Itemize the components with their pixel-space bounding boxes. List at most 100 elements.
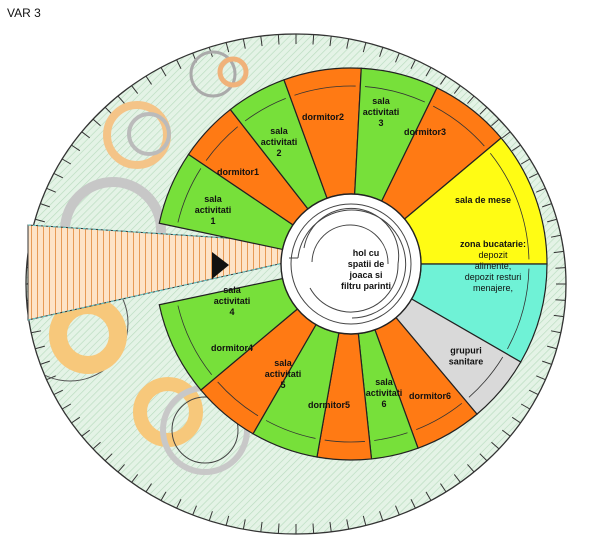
boundary-tick xyxy=(242,519,246,530)
boundary-tick xyxy=(81,131,91,139)
boundary-tick xyxy=(542,203,552,208)
boundary-tick xyxy=(329,521,332,532)
boundary-tick xyxy=(520,403,531,410)
boundary-tick xyxy=(225,42,230,53)
boundary-tick xyxy=(379,47,384,57)
room-label-dormitor1: dormitor1 xyxy=(217,167,259,177)
boundary-tick xyxy=(35,345,45,350)
boundary-tick xyxy=(425,491,432,501)
boundary-tick xyxy=(145,75,152,85)
boundary-tick xyxy=(425,67,432,77)
room-wall-line xyxy=(324,439,365,443)
boundary-tick xyxy=(81,429,91,437)
room-labels: salaactivitati1dormitor1salaactivitati2d… xyxy=(195,96,526,410)
boundary-tick xyxy=(160,491,167,501)
boundary-tick xyxy=(145,483,152,493)
room-label-grupuri-sanitare: grupuri xyxy=(450,346,482,356)
boundary-tick xyxy=(453,474,461,483)
room-label-sala-activitati-5: activitati xyxy=(265,369,302,379)
room-label-sala-activitati-2: activitati xyxy=(261,137,298,147)
boundary-tick xyxy=(71,144,81,152)
boundary-tick xyxy=(467,95,475,104)
boundary-tick xyxy=(550,330,561,334)
boundary-tick xyxy=(547,345,557,350)
boundary-tick xyxy=(491,118,500,127)
boundary-tick xyxy=(501,429,511,437)
boundary-tick xyxy=(379,511,384,521)
boundary-tick xyxy=(555,267,566,269)
boundary-tick xyxy=(46,187,56,193)
room-wall-line xyxy=(468,356,504,398)
boundary-tick xyxy=(542,360,552,365)
boundary-tick xyxy=(160,67,167,77)
room-label-sala-activitati-3: activitati xyxy=(363,107,400,117)
boundary-tick xyxy=(511,416,521,424)
room-label-sala-activitati-2: 2 xyxy=(276,148,281,158)
room-wall-line xyxy=(374,432,408,441)
boundary-tick xyxy=(553,250,564,254)
room-label-sala-activitati-1: sala xyxy=(204,194,223,204)
boundary-tick xyxy=(192,505,197,516)
boundary-tick xyxy=(440,75,447,85)
room-label-sala-activitati-4: sala xyxy=(223,285,242,295)
boundary-tick xyxy=(71,416,81,424)
room-label-sala-de-mese: sala de mese xyxy=(455,195,511,205)
room-wall-line xyxy=(244,98,286,122)
boundary-tick xyxy=(528,389,539,396)
boundary-tick xyxy=(395,52,400,63)
boundary-tick xyxy=(491,441,500,450)
boundary-tick xyxy=(40,360,50,365)
boundary-tick xyxy=(92,441,101,450)
boundary-tick xyxy=(479,106,488,115)
room-wall-line xyxy=(217,381,259,417)
boundary-tick xyxy=(467,464,475,473)
room-wall-line xyxy=(489,152,530,260)
room-wall-line xyxy=(507,268,530,350)
boundary-tick xyxy=(550,234,561,238)
boundary-tick xyxy=(53,389,64,396)
boundary-tick xyxy=(346,519,350,530)
boundary-tick xyxy=(104,453,113,462)
room-label-dormitor3: dormitor3 xyxy=(404,127,446,137)
boundary-tick xyxy=(277,34,280,45)
room-wall-line xyxy=(177,168,202,223)
boundary-tick xyxy=(346,38,350,49)
room-label-zona-bucatarie: menajere, xyxy=(473,283,513,293)
boundary-tick xyxy=(104,106,113,115)
room-wall-line xyxy=(433,105,485,147)
room-label-sala-activitati-5: sala xyxy=(274,358,293,368)
boundary-tick xyxy=(208,511,213,521)
room-label-zona-bucatarie: alimente, xyxy=(475,261,512,271)
room-label-sala-activitati-3: 3 xyxy=(378,118,383,128)
boundary-tick xyxy=(362,515,367,526)
boundary-tick xyxy=(53,172,64,179)
boundary-tick xyxy=(260,521,263,532)
room-label-sala-activitati-1: 1 xyxy=(210,216,215,226)
boundary-tick xyxy=(453,85,461,94)
room-wall-line xyxy=(294,85,356,96)
boundary-tick xyxy=(528,172,539,179)
room-label-dormitor5: dormitor5 xyxy=(308,400,350,410)
boundary-ticks xyxy=(26,34,566,534)
central-hall-label-line: hol cu xyxy=(353,248,380,258)
room-label-sala-activitati-4: activitati xyxy=(214,296,251,306)
room-label-zona-bucatarie: depozit resturi xyxy=(465,272,522,282)
boundary-tick xyxy=(242,38,246,49)
boundary-tick xyxy=(225,515,230,526)
room-label-sala-activitati-6: sala xyxy=(375,377,394,387)
boundary-tick xyxy=(511,144,521,152)
room-wall-line xyxy=(416,402,463,430)
boundary-tick xyxy=(312,523,315,534)
boundary-tick xyxy=(547,218,557,223)
room-label-sala-activitati-6: activitati xyxy=(366,388,403,398)
room-label-dormitor2: dormitor2 xyxy=(302,112,344,122)
central-hall-label-line: spatii de xyxy=(348,259,385,269)
boundary-tick xyxy=(40,203,50,208)
room-label-sala-activitati-4: 4 xyxy=(229,307,234,317)
boundary-tick xyxy=(117,464,125,473)
boundary-tick xyxy=(501,131,511,139)
room-label-zona-bucatarie: depozit xyxy=(478,250,508,260)
boundary-tick xyxy=(479,453,488,462)
